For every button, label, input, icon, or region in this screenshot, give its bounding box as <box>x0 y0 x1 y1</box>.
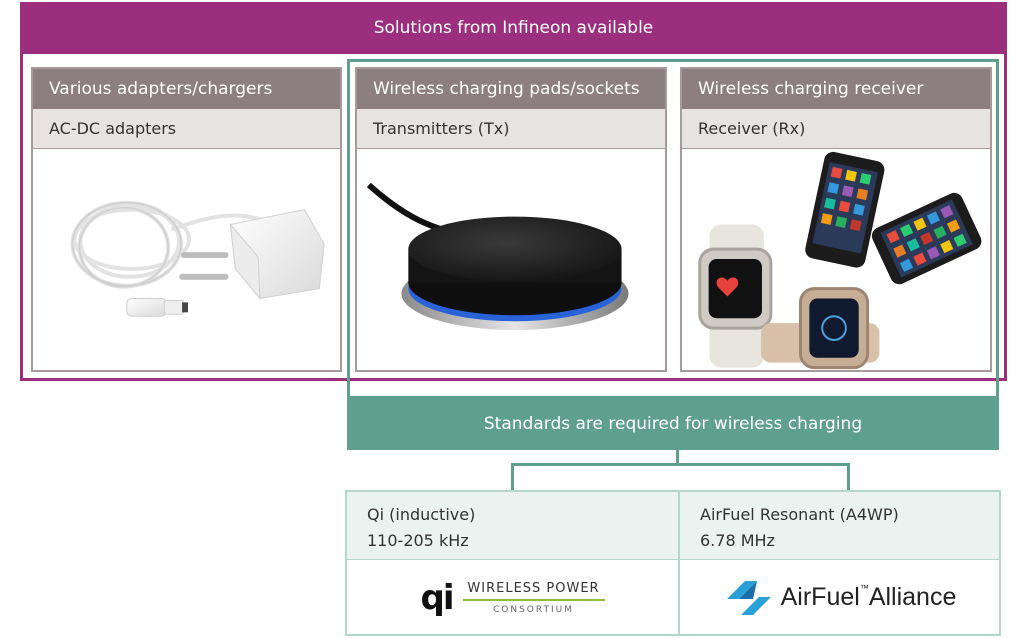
standard-name: AirFuel Resonant (A4WP) <box>700 505 899 524</box>
standard-qi: Qi (inductive) 110-205 kHz qi WIRELESS P… <box>345 490 680 636</box>
connector-line <box>511 463 514 491</box>
airfuel-logo: AirFuel ™ Alliance <box>680 561 999 634</box>
standard-frequency: 6.78 MHz <box>700 531 775 550</box>
standard-frequency: 110-205 kHz <box>367 531 469 550</box>
standard-name: Qi (inductive) <box>367 505 476 524</box>
connector-line <box>676 450 679 465</box>
wireless-charging-pad-image <box>357 150 665 370</box>
connector-line <box>847 463 850 491</box>
wpc-logo-line2: CONSORTIUM <box>492 604 574 615</box>
card-subtitle: AC-DC adapters <box>33 109 340 149</box>
card-title: Various adapters/chargers <box>33 69 340 109</box>
card-adapters: Various adapters/chargers AC-DC adapters <box>31 67 342 372</box>
standard-airfuel: AirFuel Resonant (A4WP) 6.78 MHz AirFuel… <box>678 490 1001 636</box>
airfuel-logo-brand: AirFuel <box>780 583 860 611</box>
standards-title: Standards are required for wireless char… <box>483 414 863 434</box>
card-title: Wireless charging pads/sockets <box>357 69 665 109</box>
card-receiver: Wireless charging receiver Receiver (Rx) <box>680 67 992 372</box>
connector-line <box>511 463 850 466</box>
standards-required-bar: Standards are required for wireless char… <box>347 398 999 450</box>
wpc-logo-line1: WIRELESS POWER <box>467 580 600 596</box>
airfuel-logo-tm: ™ <box>859 582 869 593</box>
wireless-group-frame <box>347 59 999 399</box>
card-subtitle: Transmitters (Tx) <box>357 109 665 149</box>
card-subtitle: Receiver (Rx) <box>682 109 990 149</box>
wpc-logo: qi WIRELESS POWER CONSORTIUM <box>347 561 678 634</box>
infineon-solutions-header: Solutions from Infineon available <box>20 2 1007 54</box>
smartwatch-and-phones-image <box>682 150 990 370</box>
airfuel-bolt-icon <box>726 580 771 615</box>
qi-logo-icon: qi <box>420 577 455 618</box>
airfuel-logo-suffix: Alliance <box>868 583 957 611</box>
infineon-solutions-title: Solutions from Infineon available <box>373 18 654 38</box>
card-title: Wireless charging receiver <box>682 69 990 109</box>
card-transmitters: Wireless charging pads/sockets Transmitt… <box>355 67 667 372</box>
wpc-logo-rule <box>462 598 605 601</box>
ac-dc-adapter-image <box>33 150 340 370</box>
